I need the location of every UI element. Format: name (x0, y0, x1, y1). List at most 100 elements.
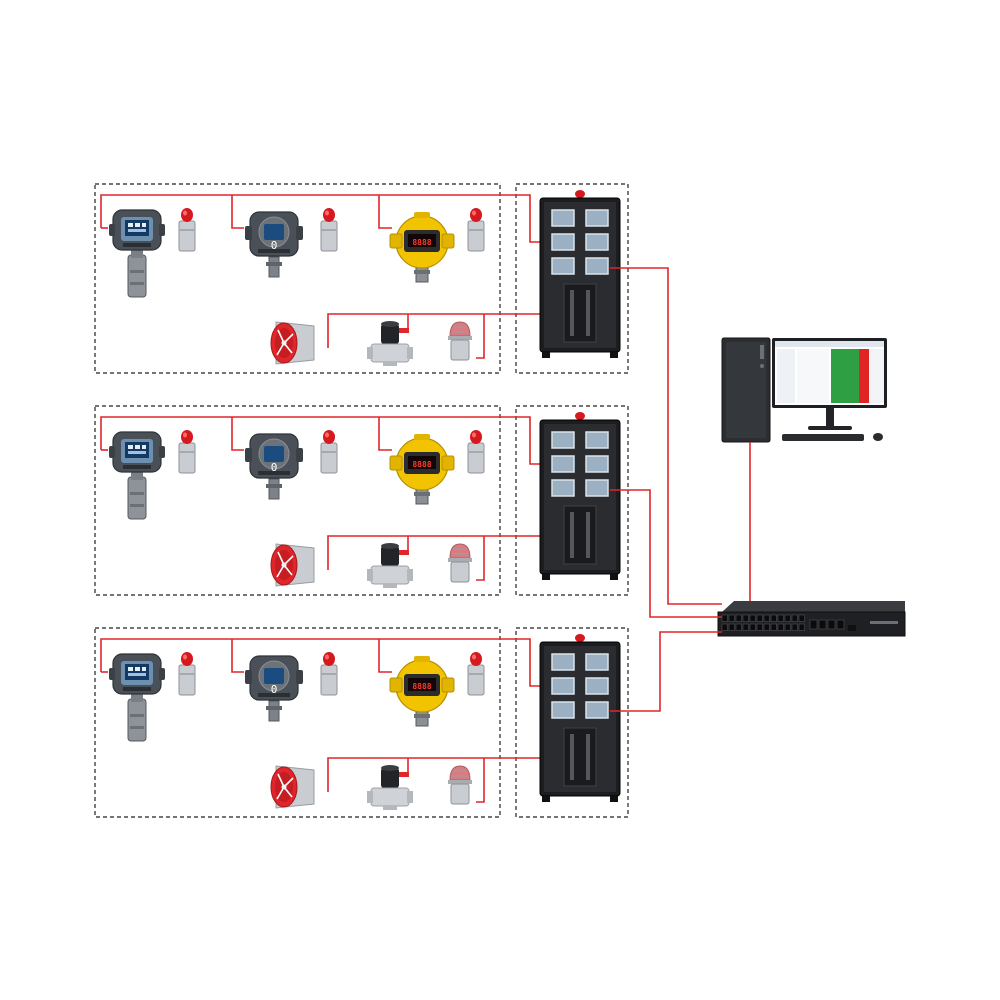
wire-strobe-drop (476, 314, 485, 359)
cabinet-area-box (515, 183, 629, 374)
switch-port[interactable] (728, 614, 735, 622)
detector-c-reading: 8888 (412, 460, 431, 469)
detector-b-reading: 0 (271, 239, 278, 252)
device-area-box (94, 405, 501, 596)
switch-port[interactable] (756, 614, 763, 622)
zone-2: 0 8888 (94, 405, 629, 596)
alarm-beacon-icon (178, 651, 196, 696)
control-cabinet-icon (539, 189, 621, 359)
wire-strobe-drop (476, 758, 485, 803)
control-cabinet[interactable] (539, 189, 621, 359)
solenoid-valve[interactable] (366, 320, 414, 367)
alarm-beacon[interactable] (178, 207, 196, 252)
gas-detector[interactable] (108, 431, 166, 520)
strobe-light[interactable] (447, 765, 473, 805)
switch-port[interactable] (763, 623, 770, 631)
switch-port[interactable] (777, 623, 784, 631)
solenoid-valve-icon (366, 542, 414, 589)
switch-port[interactable] (763, 614, 770, 622)
explosion-proof-gas-detector-icon (389, 211, 455, 283)
strobe-light-icon (447, 543, 473, 583)
exhaust-fan-icon (270, 321, 315, 365)
wire-detector-bus (100, 638, 541, 687)
alarm-beacon-icon (178, 207, 196, 252)
switch-port[interactable] (784, 614, 791, 622)
explosion-proof-gas-detector[interactable] (389, 211, 455, 283)
switch-port[interactable] (791, 623, 798, 631)
switch-sfp-port[interactable] (818, 619, 827, 630)
explosion-proof-gas-detector[interactable] (389, 655, 455, 727)
solenoid-valve-icon (366, 764, 414, 811)
switch-port[interactable] (770, 623, 777, 631)
alarm-beacon[interactable] (467, 429, 485, 474)
switch-port[interactable] (742, 614, 749, 622)
control-cabinet-icon (539, 633, 621, 803)
alarm-beacon-icon (467, 429, 485, 474)
alarm-beacon-icon (467, 207, 485, 252)
device-area-box (94, 183, 501, 374)
exhaust-fan[interactable] (270, 543, 315, 587)
switch-port[interactable] (749, 623, 756, 631)
network-switch[interactable] (717, 601, 906, 637)
strobe-light[interactable] (447, 543, 473, 583)
solenoid-valve[interactable] (366, 764, 414, 811)
switch-port[interactable] (721, 623, 728, 631)
switch-port[interactable] (728, 623, 735, 631)
wire-output-bus (327, 535, 541, 570)
alarm-beacon[interactable] (467, 651, 485, 696)
wire-detector-c-drop (378, 195, 392, 229)
switch-port[interactable] (777, 614, 784, 622)
alarm-beacon[interactable] (320, 207, 338, 252)
switch-port[interactable] (770, 614, 777, 622)
alarm-beacon[interactable] (178, 429, 196, 474)
control-cabinet[interactable] (539, 633, 621, 803)
switch-sfp-port[interactable] (836, 619, 845, 630)
switch-port[interactable] (798, 614, 805, 622)
control-cabinet[interactable] (539, 411, 621, 581)
switch-port[interactable] (798, 623, 805, 631)
strobe-light[interactable] (447, 321, 473, 361)
switch-port[interactable] (791, 614, 798, 622)
switch-port[interactable] (721, 614, 728, 622)
alarm-beacon-icon (320, 207, 338, 252)
wire-output-bus (327, 313, 541, 348)
switch-port[interactable] (735, 614, 742, 622)
switch-port[interactable] (756, 623, 763, 631)
switch-port[interactable] (735, 623, 742, 631)
switch-port[interactable] (742, 623, 749, 631)
explosion-proof-gas-detector-icon (389, 655, 455, 727)
control-cabinet-icon (539, 411, 621, 581)
switch-port[interactable] (749, 614, 756, 622)
detector-b-reading: 0 (271, 461, 278, 474)
alarm-beacon[interactable] (178, 651, 196, 696)
gas-detector[interactable] (108, 209, 166, 298)
exhaust-fan[interactable] (270, 321, 315, 365)
alarm-beacon[interactable] (320, 651, 338, 696)
exhaust-fan[interactable] (270, 765, 315, 809)
wire-detector-b-drop (231, 639, 244, 673)
alarm-beacon[interactable] (467, 207, 485, 252)
strobe-light-icon (447, 765, 473, 805)
wire-detector-bus (100, 416, 541, 465)
strobe-light-icon (447, 321, 473, 361)
monitoring-computer[interactable] (721, 337, 887, 443)
solenoid-valve[interactable] (366, 542, 414, 589)
gas-detector[interactable] (108, 653, 166, 742)
cabinet-area-box (515, 627, 629, 818)
alarm-beacon[interactable] (320, 429, 338, 474)
switch-sfp-port[interactable] (827, 619, 836, 630)
alarm-beacon-icon (178, 429, 196, 474)
detector-c-reading: 8888 (412, 238, 431, 247)
explosion-proof-gas-detector-icon (389, 433, 455, 505)
explosion-proof-gas-detector[interactable] (389, 433, 455, 505)
cabinet-area-box (515, 405, 629, 596)
exhaust-fan-icon (270, 543, 315, 587)
wire-output-bus (327, 757, 541, 792)
alarm-beacon-icon (320, 429, 338, 474)
gas-detector-icon (108, 431, 166, 520)
wire-detector-bus (100, 194, 541, 243)
switch-port[interactable] (784, 623, 791, 631)
switch-sfp-port[interactable] (809, 619, 818, 630)
